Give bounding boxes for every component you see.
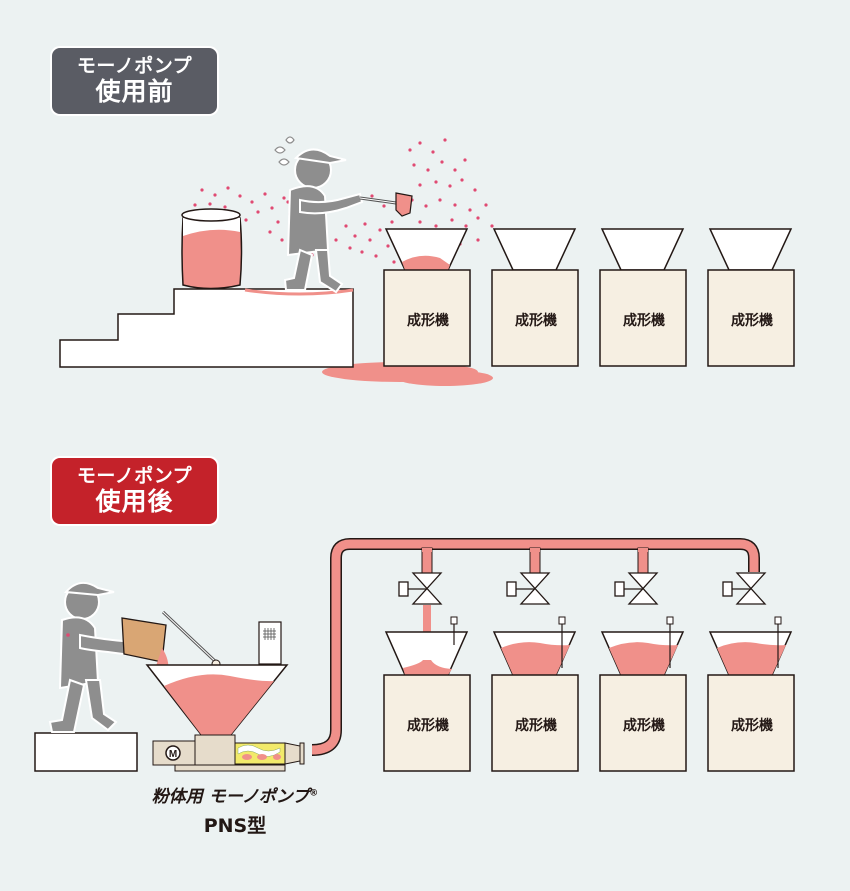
before-badge: モーノポンプ 使用前 [52,48,217,114]
after-machine-4 [707,674,795,772]
worker-before [283,148,364,294]
after-machine-1-label: 成形機 [407,718,449,734]
before-hopper-1 [384,228,469,271]
worker-after [48,581,144,733]
before-hopper-2 [492,228,577,271]
after-badge: モーノポンプ 使用後 [52,458,217,524]
powder-bag [181,208,243,290]
product-caption: 粉体用 モーノポンプ® PNS型 [135,782,335,838]
before-machine-4 [707,269,795,367]
after-machine-2 [491,674,579,772]
after-hopper-4 [708,616,793,676]
after-machine-3-label: 成形機 [623,718,665,734]
before-machine-2 [491,269,579,367]
before-badge-subtitle: 使用前 [95,77,174,106]
before-machine-3-label: 成形機 [623,313,665,329]
valve-2 [506,572,551,605]
before-machine-1 [383,269,471,367]
worker-platform [34,732,138,772]
mono-pump: M [152,734,305,772]
registered-mark: ® [309,788,319,799]
after-machine-1 [383,674,471,772]
before-machine-2-label: 成形機 [515,313,557,329]
spill-puddle [322,362,493,386]
motor-icon: M [169,749,177,760]
before-machine-4-label: 成形機 [731,313,773,329]
before-hopper-4 [708,228,793,271]
before-machine-3 [599,269,687,367]
product-name-text: 粉体用 モーノポンプ [151,787,310,807]
product-model: PNS型 [203,815,267,837]
product-name: 粉体用 モーノポンプ® [135,782,335,807]
after-badge-title: モーノポンプ [76,465,193,487]
after-badge-subtitle: 使用後 [95,487,174,516]
after-machine-4-label: 成形機 [731,718,773,734]
sweat-drops-icon [274,136,295,166]
valve-4 [722,572,767,605]
after-hopper-3 [600,616,685,676]
after-hopper-1 [384,616,469,676]
transfer-pipe [311,538,760,756]
before-hopper-3 [600,228,685,271]
before-badge-title: モーノポンプ [76,55,193,77]
scoop [359,192,413,217]
control-panel [258,621,282,665]
staircase-platform [59,288,354,368]
valve-1 [398,572,443,605]
valve-3 [614,572,659,605]
after-hopper-2 [492,616,577,676]
pump-hopper [145,664,289,738]
before-machine-1-label: 成形機 [407,313,449,329]
after-machine-2-label: 成形機 [515,718,557,734]
after-machine-3 [599,674,687,772]
